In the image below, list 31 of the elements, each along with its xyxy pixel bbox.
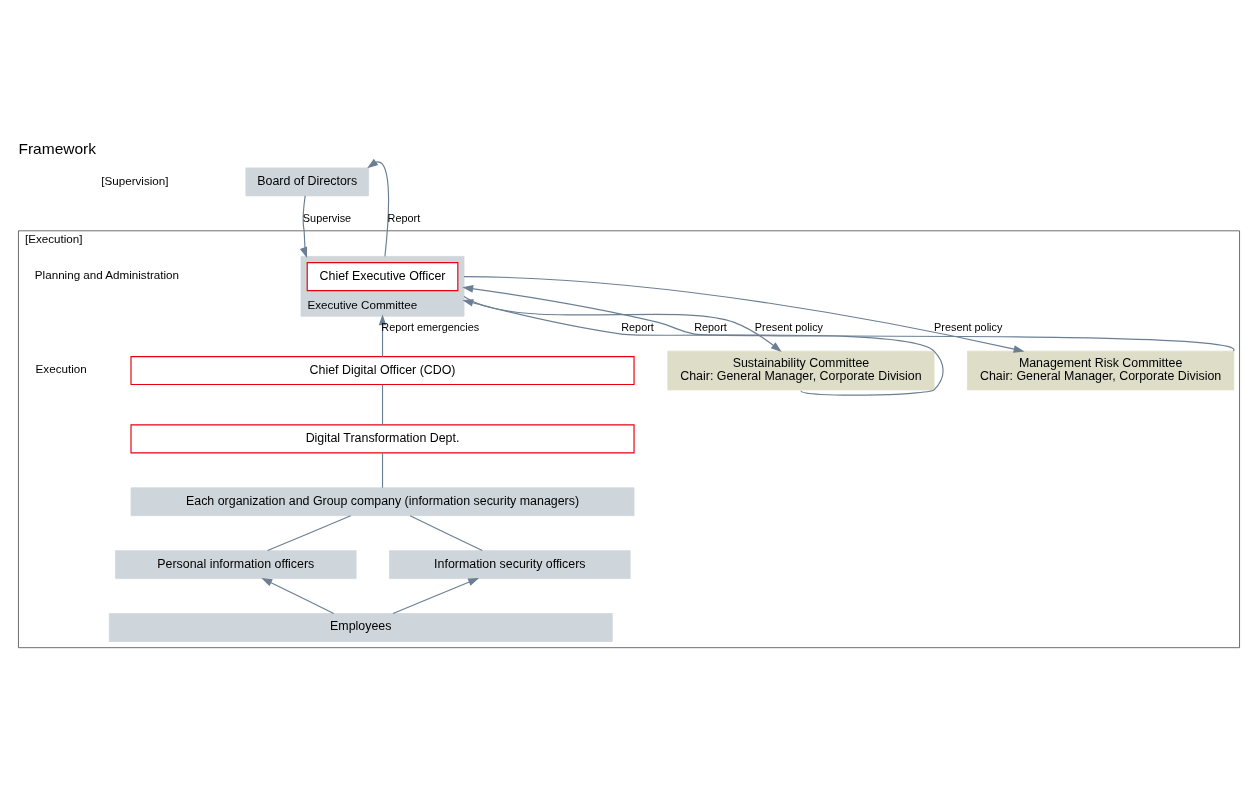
label: Planning and Administration [34,268,179,282]
node-box: Employees [108,613,613,642]
arrow [463,276,1025,353]
node-box: Each organization and Group company (information security managers) [130,487,635,517]
edge-label: Present policy [754,321,824,334]
arrow [463,295,782,353]
diagram-title: Framework [18,139,97,157]
node-box: Chief Digital Officer (CDO) [130,356,635,386]
edge-label: Report [387,211,421,224]
node-box: Personal information officers [115,550,357,579]
node-box: Sustainability Committee Chair: General Manager, Corporate Division [667,350,935,391]
connector [381,384,384,426]
node-box: Chief Executive Officer [306,262,459,292]
connector [381,452,384,489]
arrow [261,577,335,615]
label: [Supervision] [101,173,169,187]
node-box: Digital Transformation Dept. [130,424,635,454]
node-box: Information security officers [389,550,631,579]
node-box: Management Risk Committee Chair: General Manager, Corporate Division [967,350,1235,391]
connector [267,515,352,552]
arrow [392,578,480,615]
node-box: Board of Directors [245,167,369,197]
edge-label: Report [694,321,727,334]
label: Execution [35,362,87,376]
edge-label: Report [621,321,654,334]
arrow [462,299,944,396]
edge-label: Supervise [302,211,352,224]
arrow [367,158,390,257]
arrow [299,195,308,259]
connector [409,515,483,552]
edge-label: Present policy [934,321,1003,334]
